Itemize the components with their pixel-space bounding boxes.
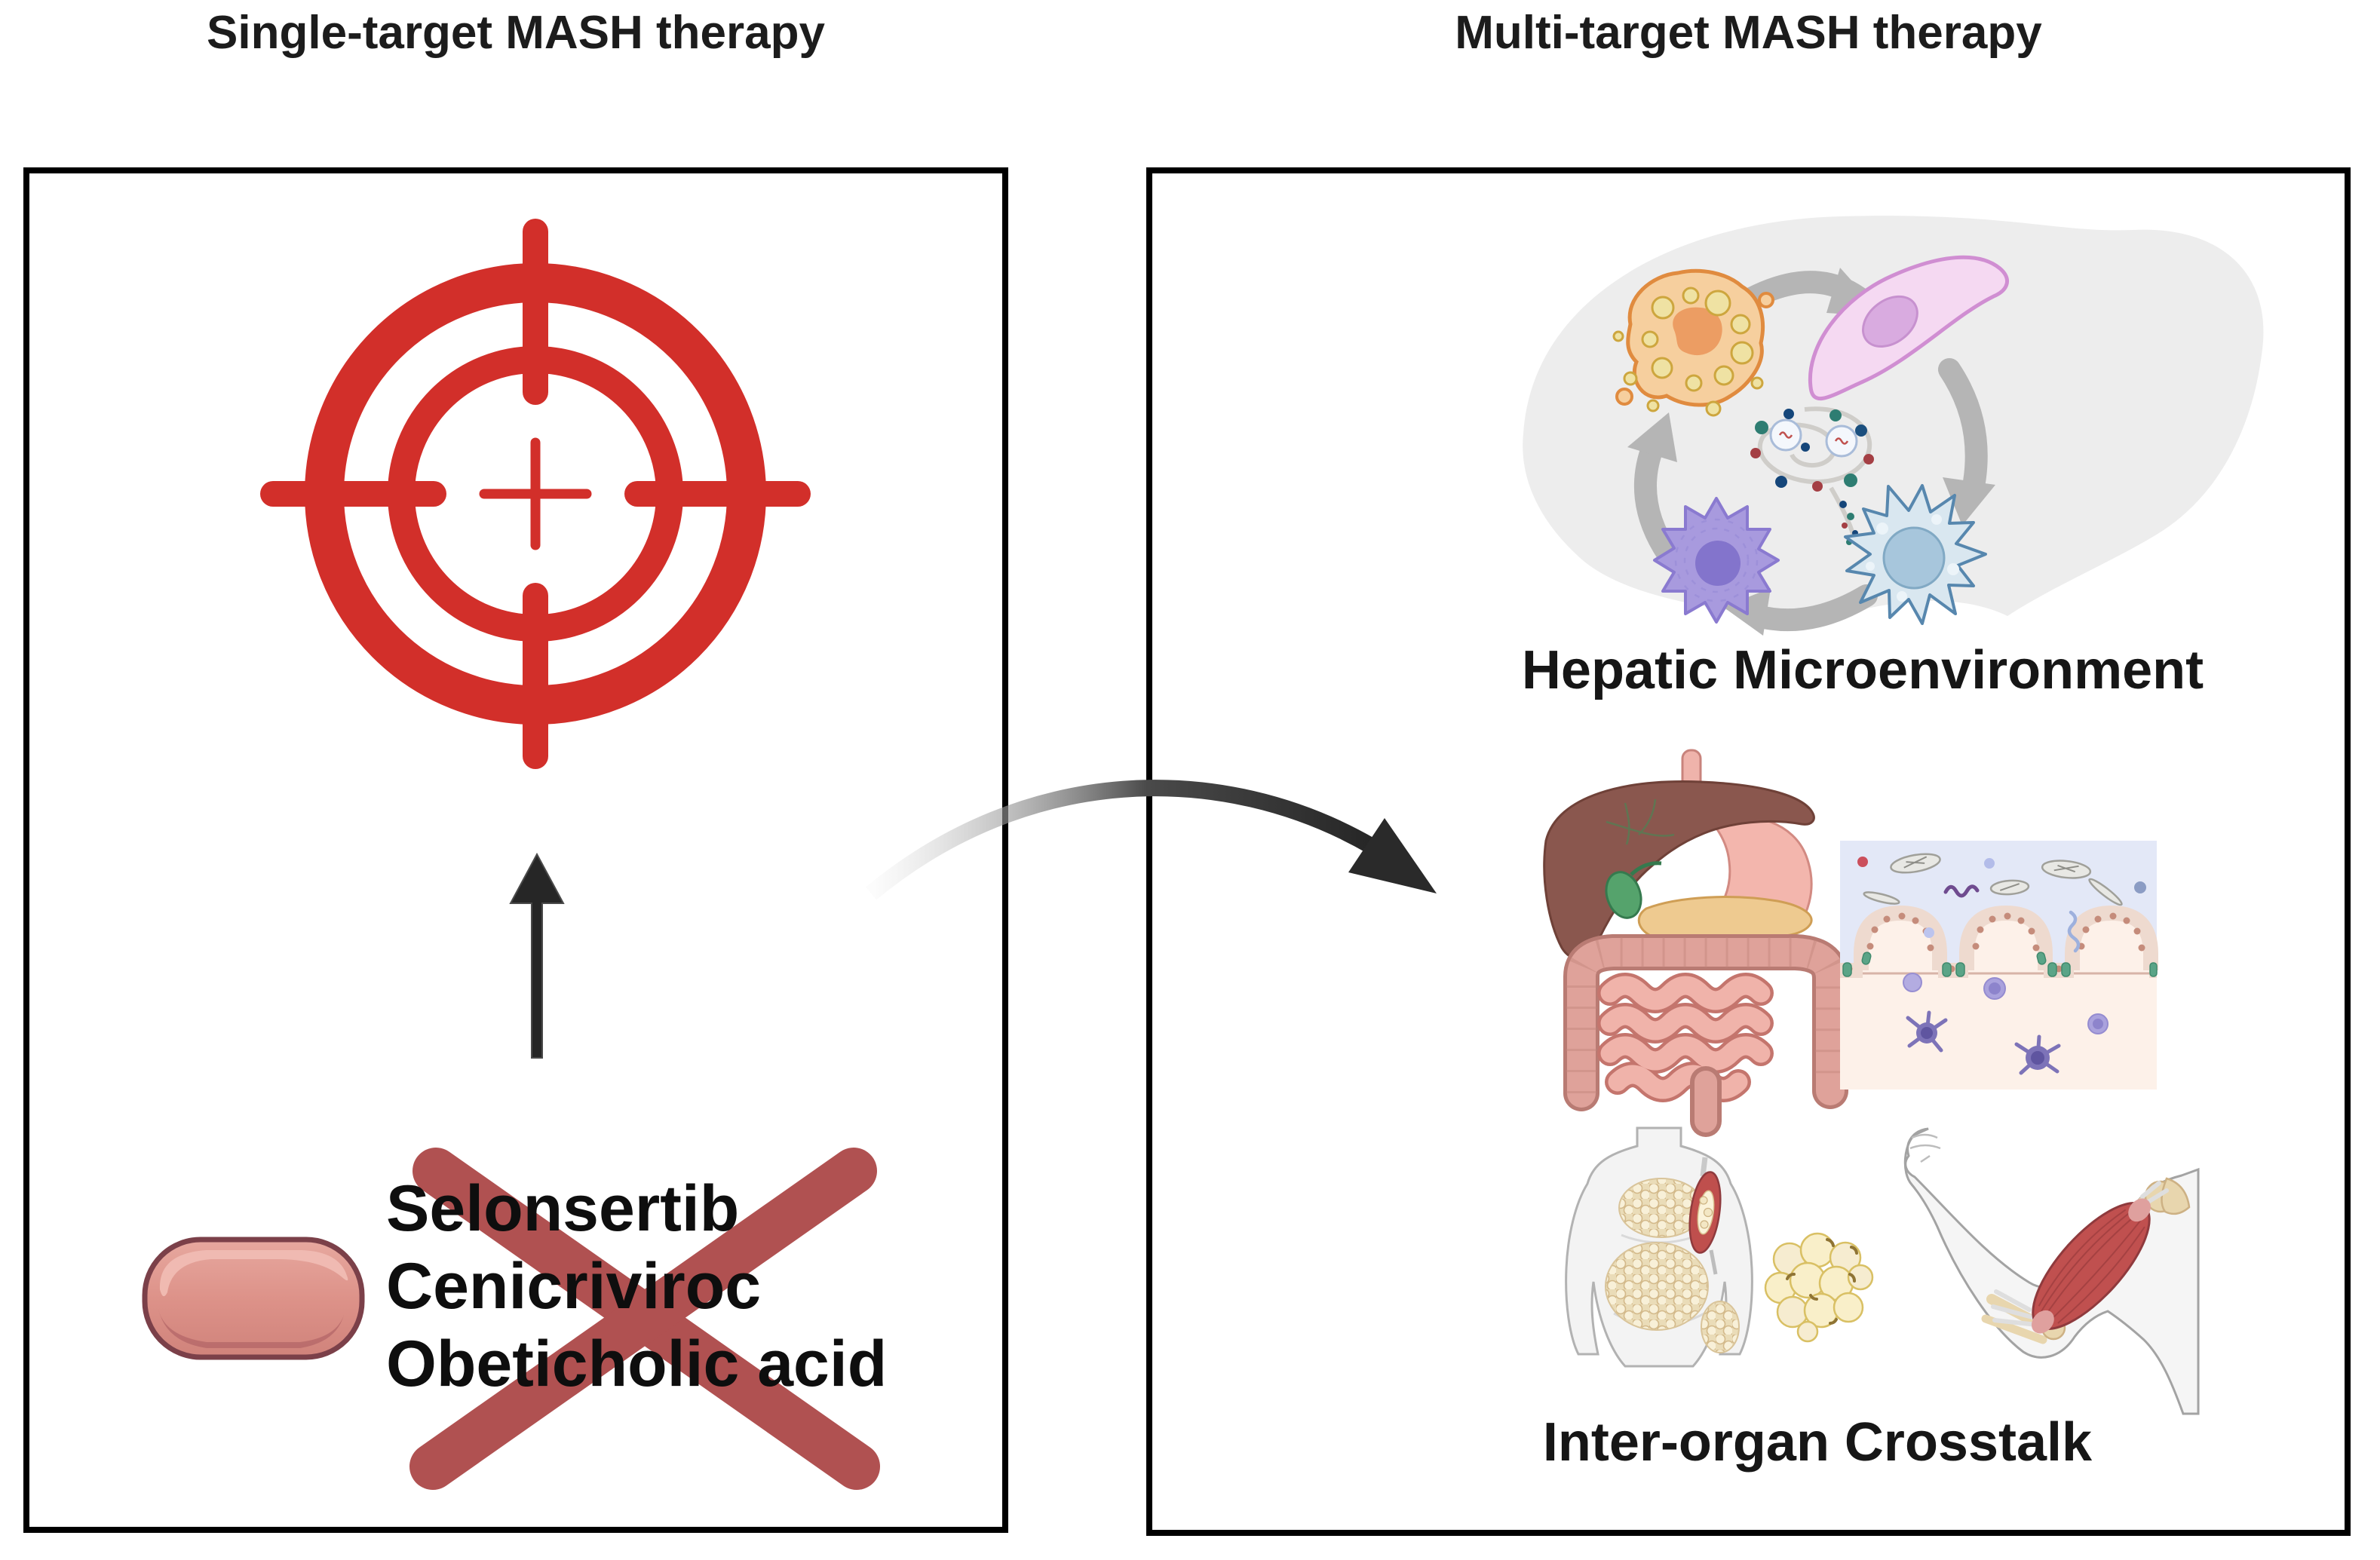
- gut-microbes: [1857, 853, 2146, 953]
- gut-barrier-illustration: [1840, 841, 2158, 1090]
- hepatic-microenvironment-label: Hepatic Microenvironment: [1521, 640, 2204, 700]
- gi-tract-illustration: [1543, 749, 1848, 1137]
- adipocyte-cluster-illustration: [1764, 1232, 1874, 1343]
- crossed-out-x-icon: [409, 1148, 880, 1490]
- fist-detail: [1909, 1133, 1941, 1163]
- drug-name-cenicriviroc: Cenicriviroc: [386, 1250, 762, 1322]
- arm-silhouette: [1903, 1127, 2200, 1415]
- tendons: [1991, 1181, 2169, 1327]
- spirochete-purple: [1943, 884, 1980, 898]
- large-intestine: [1563, 934, 1848, 1111]
- inter-organ-crosstalk-label: Inter-organ Crosstalk: [1542, 1412, 2093, 1473]
- right-panel-title: Multi-target MASH therapy: [1455, 7, 2042, 59]
- drug-name-obeticholic-acid: Obeticholic acid: [386, 1328, 888, 1400]
- target-center-plus: [479, 437, 592, 550]
- stellate-cell: [1808, 255, 2009, 400]
- up-arrow-icon: [509, 852, 565, 1059]
- adipocyte-nuclei: [1786, 1238, 1858, 1325]
- biceps-muscle: [2031, 1198, 2152, 1334]
- pill-icon: [142, 1237, 365, 1360]
- spirochete-blue: [2067, 910, 2081, 953]
- muscle-arm-illustration: [1903, 1127, 2200, 1415]
- small-intestine: [1597, 973, 1774, 1102]
- gallbladder: [1605, 861, 1662, 919]
- mucosal-immune-cells: [1903, 973, 2109, 1075]
- kupffer-cell: [1844, 484, 1987, 625]
- myosteatosis-muscle: [1688, 1157, 1722, 1275]
- hepatic-vessels: [1606, 798, 1675, 845]
- target-crosshair-icon: [260, 219, 811, 769]
- hepatic-microenvironment-illustration: [1523, 216, 2264, 636]
- obese-body-illustration: [1565, 1126, 1753, 1368]
- panel-transition-arrow: [865, 780, 1437, 900]
- immune-cell-purple: [1653, 497, 1780, 624]
- steatotic-hepatocyte-cell: [1612, 268, 1774, 417]
- drug-name-selonsertib: Selonsertib: [386, 1172, 740, 1245]
- target-tick-marks: [260, 219, 811, 769]
- epithelial-villi: [1840, 905, 2158, 978]
- goblet-cells: [1842, 952, 2158, 977]
- left-panel-title: Single-target MASH therapy: [207, 7, 825, 59]
- drug-name-list: Selonsertib Cenicriviroc Obeticholic aci…: [386, 1170, 887, 1403]
